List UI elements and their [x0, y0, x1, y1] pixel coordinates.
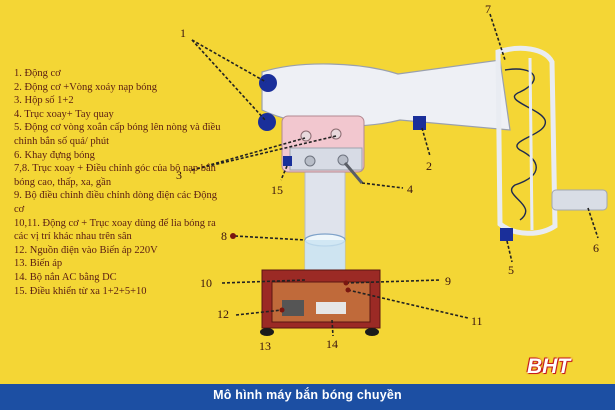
leader-5 — [506, 240, 513, 263]
ball-spiral-coil — [504, 68, 546, 221]
callout-5: 5 — [508, 263, 514, 277]
callout-4: 4 — [407, 182, 413, 196]
leader-14 — [331, 319, 334, 337]
callout-dot-11 — [345, 287, 351, 293]
legend-item: 1. Động cơ — [14, 68, 61, 79]
callout-dots — [230, 233, 351, 313]
ball-tray — [551, 189, 608, 211]
legend-item: 4. Trục xoay+ Tay quay — [14, 108, 114, 120]
legend-item: 14. Bộ nắn AC bằng DC — [14, 271, 117, 283]
motor-top — [259, 74, 277, 92]
callout-8: 8 — [221, 229, 227, 243]
leader-15 — [280, 165, 288, 181]
callout-dot-12 — [279, 307, 285, 313]
leader-10 — [221, 279, 306, 284]
crank-handle — [343, 162, 364, 184]
legend-item: 9. Bộ điều chỉnh điều chỉnh dòng điện cá… — [14, 190, 217, 215]
leader-3a — [191, 137, 306, 171]
legend-item: 13. Biến áp — [14, 258, 63, 270]
leader-12 — [235, 309, 283, 316]
ball-spiral-frame — [495, 45, 558, 236]
bht-logo: BHT — [527, 355, 571, 378]
leader-11 — [347, 289, 469, 319]
callout-2: 2 — [426, 159, 432, 173]
leader-9 — [345, 279, 441, 284]
caption: Mô hình máy bắn bóng chuyền — [213, 388, 402, 402]
callout-6: 6 — [593, 241, 599, 255]
callout-lines — [191, 13, 599, 337]
spiral-rail — [528, 57, 534, 231]
callout-1: 1 — [180, 26, 186, 40]
legend-item: 15. Điều khiển từ xa 1+2+5+10 — [14, 285, 147, 297]
remote-receiver — [283, 156, 292, 166]
legend-item: 2. Động cơ +Vòng xoáy nạp bóng — [14, 81, 157, 93]
bolt-icon — [337, 154, 349, 166]
motor-bottom — [258, 113, 276, 131]
callout-12: 12 — [217, 307, 229, 321]
leader-7 — [489, 13, 506, 61]
rectifier-board — [316, 302, 346, 314]
legend-item: 3. Hộp số 1+2 — [14, 95, 74, 107]
callout-14: 14 — [326, 337, 338, 351]
leader-4 — [361, 182, 404, 189]
transformer — [282, 300, 304, 316]
leader-2 — [421, 127, 431, 157]
legend-item: 10,11. Động cơ + Trục xoay dùng để lia b… — [14, 217, 216, 243]
legend-item: 6. Khay đựng bóng — [14, 149, 95, 161]
bolt-icon — [304, 155, 316, 167]
gear-icon — [300, 130, 312, 142]
legend-item: 5. Động cơ vòng xoắn cấp bóng lên nòng v… — [14, 122, 221, 147]
callout-10: 10 — [200, 276, 212, 290]
motor-spiral — [500, 228, 513, 241]
leader-6 — [587, 207, 599, 239]
foot — [365, 328, 379, 336]
legend-item: 12. Nguồn điện vào Biến áp 220V — [14, 244, 158, 256]
callout-13: 13 — [259, 339, 271, 353]
component-legend: 1. Động cơ 2. Động cơ +Vòng xoáy nạp bón… — [14, 67, 224, 298]
callout-9: 9 — [445, 274, 451, 288]
callout-dot-9 — [343, 280, 349, 286]
gearbox-front-plate — [289, 147, 363, 171]
legend-item: 7,8. Trục xoay + Điều chỉnh góc của bộ n… — [14, 163, 216, 188]
callout-11: 11 — [471, 314, 483, 328]
leader-1b — [191, 39, 267, 122]
gear-icon — [330, 128, 342, 140]
caption-bar: Mô hình máy bắn bóng chuyền — [0, 384, 615, 410]
leader-1a — [191, 39, 267, 83]
motor-feed — [413, 116, 426, 130]
callout-7: 7 — [485, 2, 491, 16]
callout-3: 3 — [176, 168, 182, 182]
callout-15: 15 — [271, 183, 283, 197]
leader-8 — [234, 235, 306, 241]
callout-dot-8 — [230, 233, 236, 239]
foot — [260, 328, 274, 336]
